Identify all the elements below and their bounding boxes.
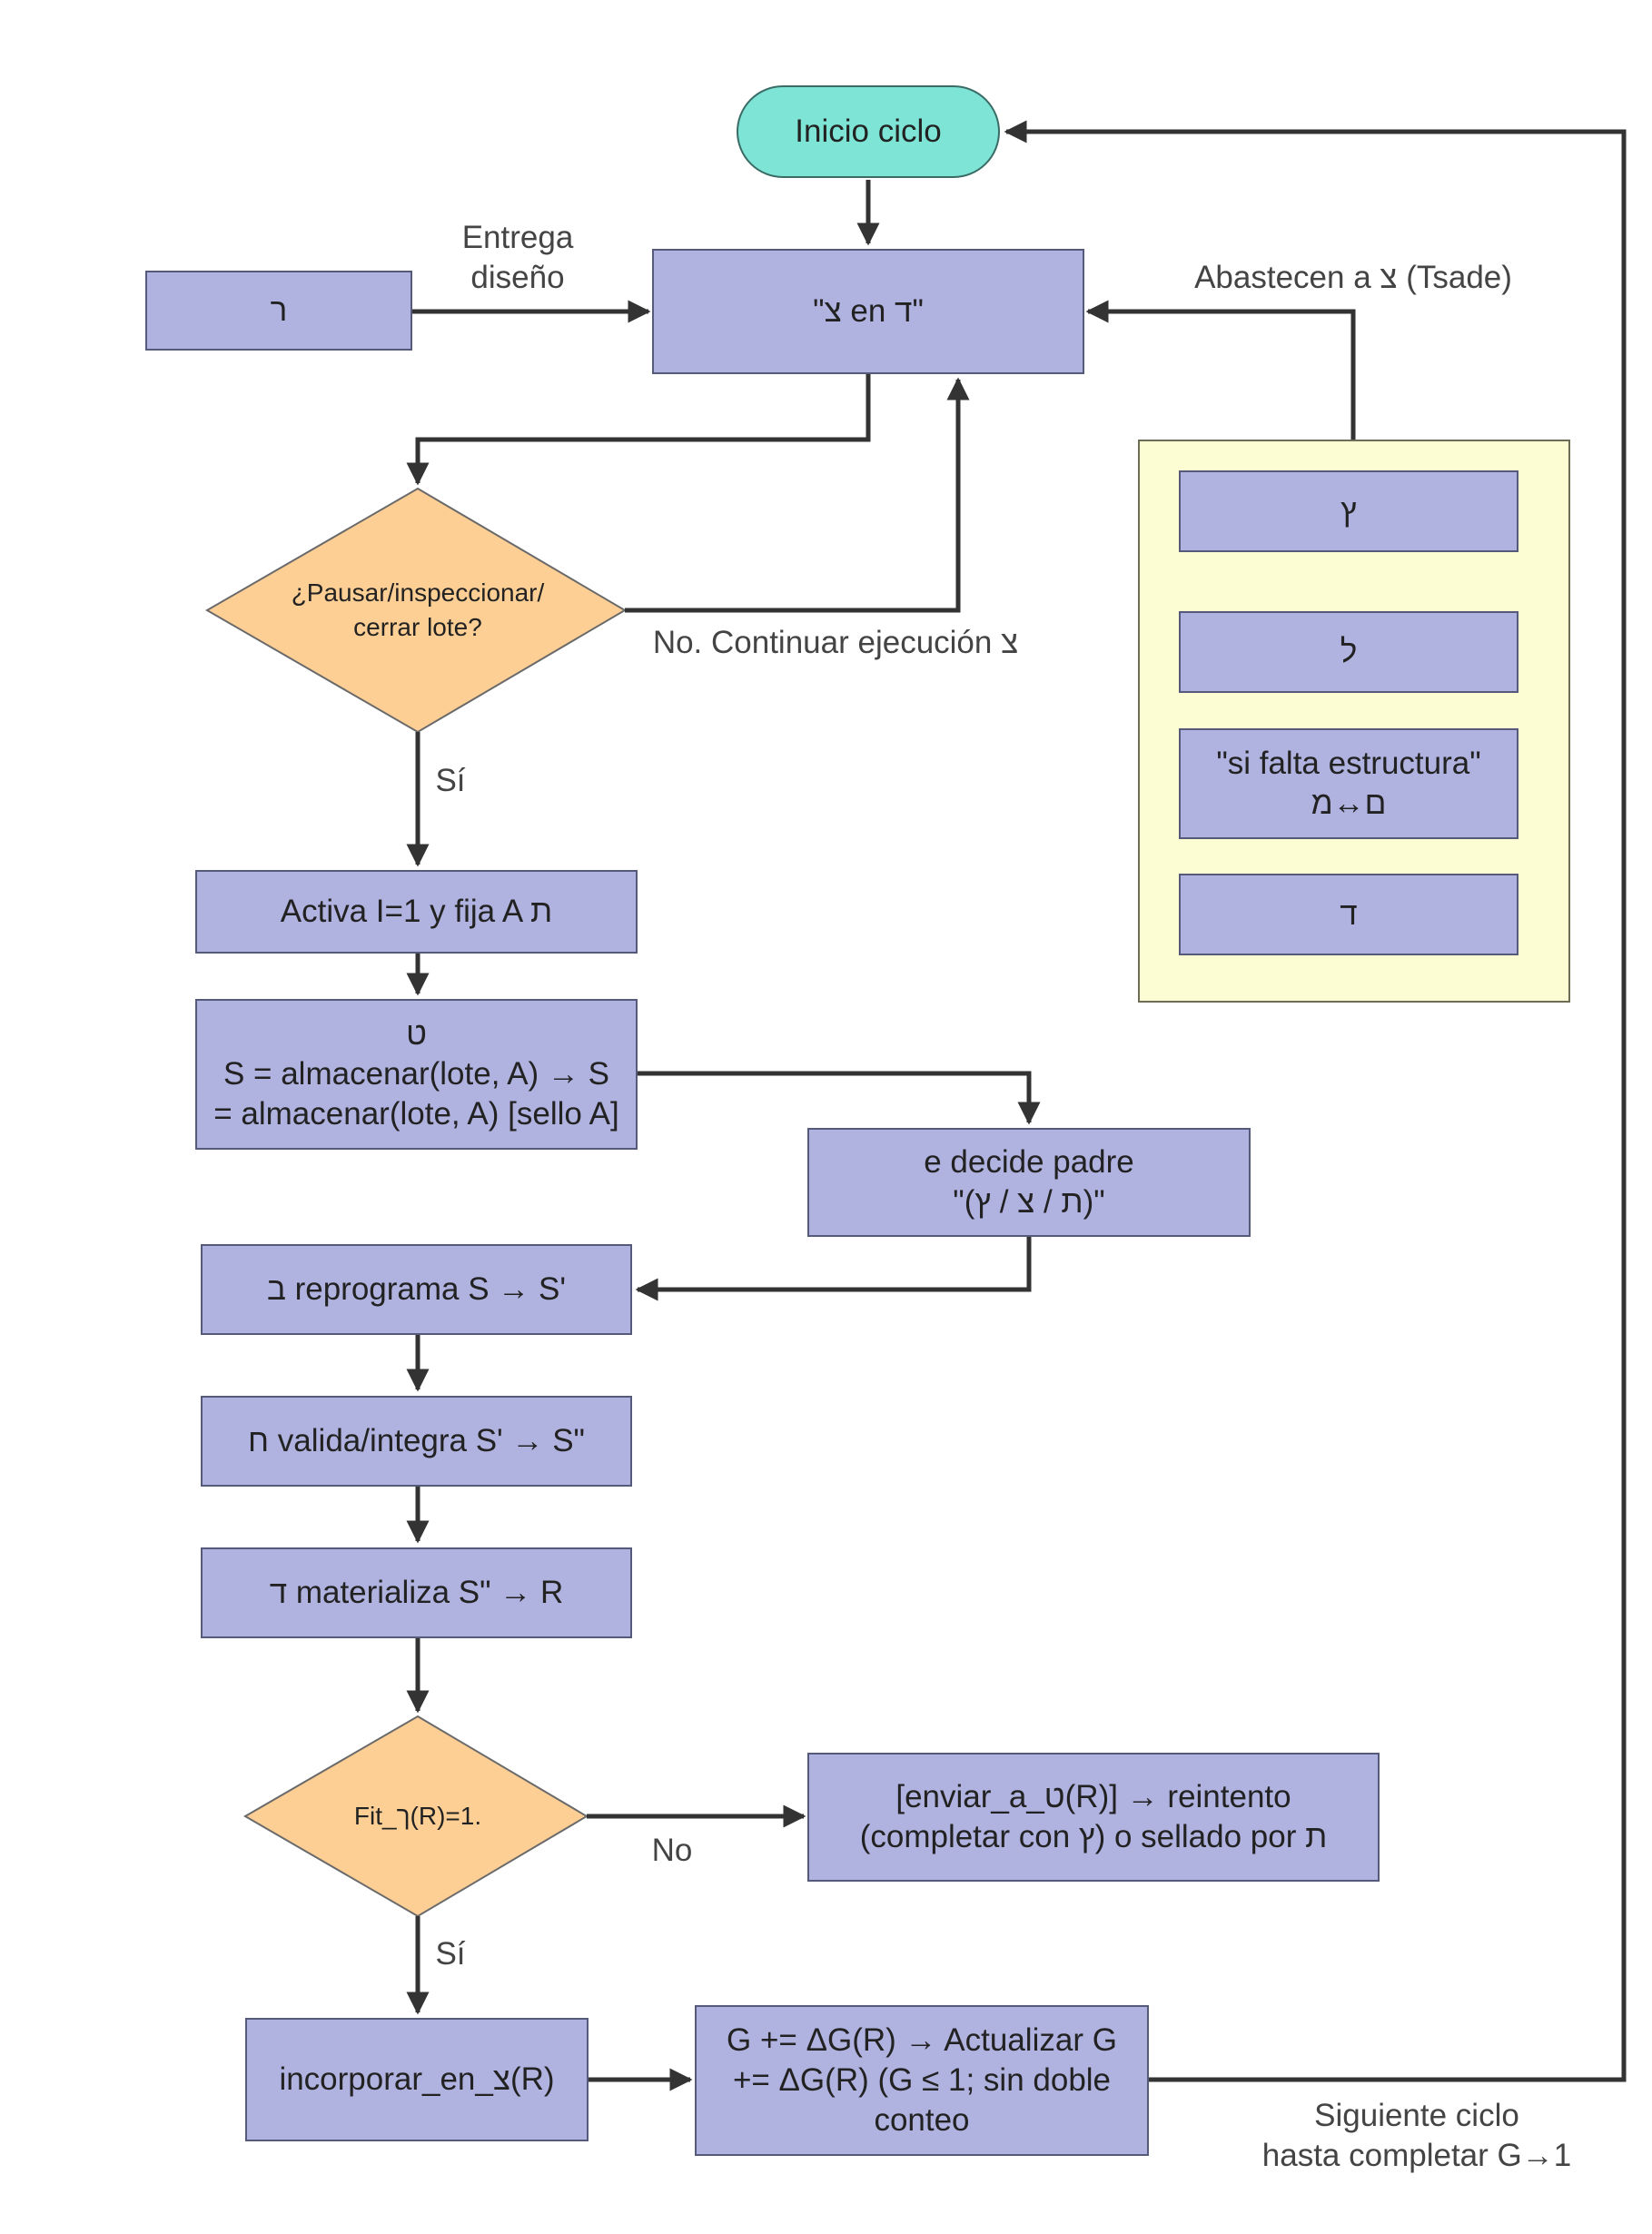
label-delivers-design: Entrega diseño xyxy=(461,220,574,295)
label-supply: Abastecen a צ (Tsade) xyxy=(1194,260,1512,295)
supplier-box-3: "si falta estructura" ם↔מ xyxy=(1179,728,1518,839)
label-yes-2: Sí xyxy=(435,1936,466,1972)
label-no-continue: No. Continuar ejecución צ xyxy=(652,625,1019,660)
main-process-box: "צ en ד" xyxy=(652,249,1084,374)
design-source-box: ר xyxy=(145,271,412,351)
arrow-next-cycle-loop xyxy=(1004,120,1627,2082)
decision-pause-text: ¿Pausar/inspeccionar/ cerrar lote? xyxy=(291,578,545,641)
retry-box: [enviar_a_ט(R)] → reintento (completar c… xyxy=(807,1753,1380,1882)
arrow-suppliers-to-main xyxy=(1085,300,1356,440)
incorporate-box: incorporar_en_צ(R) xyxy=(245,2018,589,2141)
arrow-store-to-father xyxy=(638,1071,1041,1125)
start-node: Inicio ciclo xyxy=(737,85,1000,178)
supplier-box-1: ץ xyxy=(1179,470,1518,552)
activate-box: Activa I=1 y fija A ת xyxy=(195,870,638,954)
supplier-box-2: ל xyxy=(1179,611,1518,693)
arrow-no-continue xyxy=(625,377,970,613)
validate-box: ח valida/integra S' → S" xyxy=(201,1396,632,1487)
reprogram-box: ב reprograma S → S' xyxy=(201,1244,632,1335)
label-next-cycle: Siguiente ciclo hasta completar G→1 xyxy=(1261,2098,1572,2173)
store-box: ט S = almacenar(lote, A) → S = almacenar… xyxy=(195,999,638,1150)
label-no-2: No xyxy=(651,1833,693,1868)
update-g-box: G += ΔG(R) → Actualizar G += ΔG(R) (G ≤ … xyxy=(695,2005,1149,2156)
supplier-box-4: ד xyxy=(1179,874,1518,955)
father-decides-box: e decide padre "(ת / צ / ץ)" xyxy=(807,1128,1251,1237)
label-yes-1: Sí xyxy=(435,763,466,798)
decision-fit-text: Fit_ך(R)=1. xyxy=(353,1802,482,1830)
materialize-box: ד materializa S" → R xyxy=(201,1547,632,1638)
arrow-main-to-decision xyxy=(406,374,871,486)
arrow-father-to-reprogram xyxy=(635,1237,1032,1301)
